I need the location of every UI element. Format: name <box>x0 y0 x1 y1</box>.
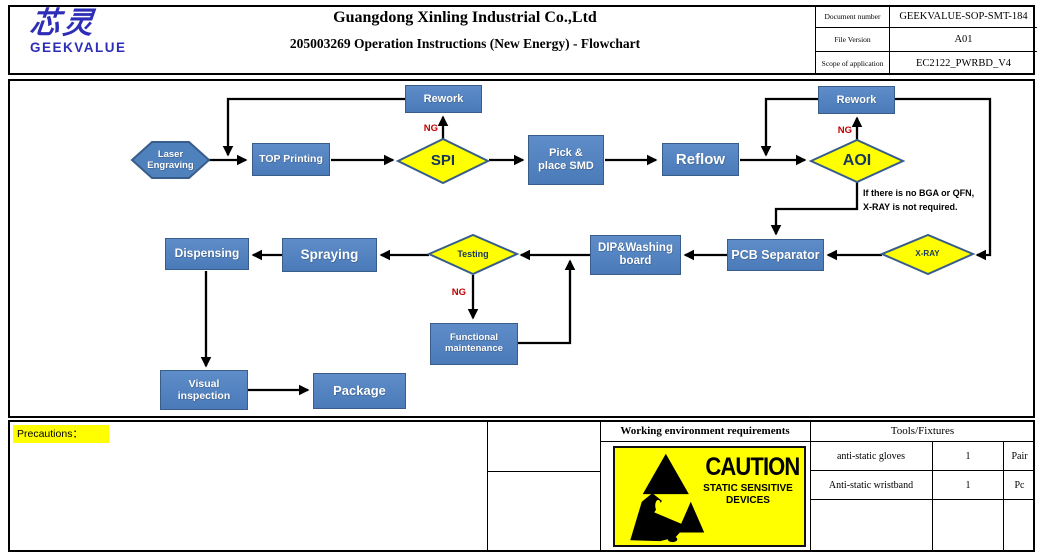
esd-caution-sign: CAUTION STATIC SENSITIVE DEVICES <box>613 446 806 547</box>
logo-brand-text: GEEKVALUE <box>30 40 127 55</box>
wire-rework2-return <box>760 97 818 157</box>
company-logo: 芯灵 GEEKVALUE <box>28 6 127 55</box>
node-aoi-label: AOI <box>842 152 872 170</box>
node-spi-label: SPI <box>430 151 456 169</box>
xray-note-line2: X-RAY is not required. <box>863 201 958 212</box>
wire-rework2-to-xray <box>895 97 992 261</box>
tools-row1-unit: Pair <box>1003 442 1035 471</box>
precautions-label: Precautions： <box>13 425 109 443</box>
tools-fixtures-table: Tools/Fixtures anti-static gloves 1 Pair… <box>810 420 1035 552</box>
footer-divider-2 <box>600 420 601 552</box>
node-laser-engraving-label: Laser Engraving <box>147 148 194 171</box>
xray-note: If there is no BGA or QFN, X-RAY is not … <box>863 187 974 214</box>
node-dispensing: Dispensing <box>165 238 249 270</box>
wire-aoi-to-pcbseparator <box>770 182 859 236</box>
laser-engraving-hexagon <box>130 141 211 179</box>
node-spraying: Spraying <box>282 238 377 272</box>
caution-title: CAUTION <box>705 453 800 481</box>
node-package: Package <box>313 373 406 409</box>
tools-row2-unit: Pc <box>1003 471 1035 500</box>
spi-diamond <box>395 137 491 185</box>
ng-label-testing: NG <box>451 287 466 298</box>
tools-row1-item: anti-static gloves <box>810 442 932 471</box>
node-testing-label: Testing <box>457 248 489 259</box>
company-title: Guangdong Xinling Industrial Co.,Ltd <box>333 9 597 26</box>
doc-number-value: GEEKVALUE-SOP-SMT-184 <box>889 5 1037 29</box>
tools-row3-qty <box>932 500 1003 552</box>
footer-band <box>8 420 1035 552</box>
tools-table-header: Tools/Fixtures <box>810 420 1035 442</box>
node-top-printing: TOP Printing <box>252 143 330 176</box>
tools-row2-item: Anti-static wristband <box>810 471 932 500</box>
node-reflow: Reflow <box>662 143 739 176</box>
tools-row3-item <box>810 500 932 552</box>
ng-label-spi: NG <box>423 123 438 134</box>
ng-label-aoi: NG <box>837 125 852 136</box>
document-info-table: Document number GEEKVALUE-SOP-SMT-184 Fi… <box>815 5 1037 75</box>
tools-row2-qty: 1 <box>932 471 1003 500</box>
working-environment-header: Working environment requirements <box>600 420 810 442</box>
scope-value: EC2122_PWRBD_V4 <box>889 51 1037 75</box>
footer-cell-divider <box>487 471 600 472</box>
xray-diamond <box>879 233 976 276</box>
node-visual-inspection: Visual inspection <box>160 370 248 410</box>
esd-warning-icon <box>630 453 705 543</box>
document-titles: Guangdong Xinling Industrial Co.,Ltd 205… <box>130 9 800 52</box>
testing-diamond <box>426 233 520 276</box>
node-rework-1: Rework <box>405 85 482 113</box>
footer-divider-3 <box>810 420 811 552</box>
node-dip-washing-board: DIP&Washing board <box>590 235 681 275</box>
file-version-value: A01 <box>889 28 1037 52</box>
node-functional-maintenance: Functional maintenance <box>430 323 518 365</box>
footer-divider-1 <box>487 420 488 552</box>
header-band <box>8 5 1035 75</box>
xray-note-line1: If there is no BGA or QFN, <box>863 188 975 198</box>
scope-label: Scope of application <box>815 51 889 75</box>
tools-row1-qty: 1 <box>932 442 1003 471</box>
node-xray-label: X-RAY <box>915 249 940 259</box>
tools-row3-unit <box>1003 500 1035 552</box>
wire-functional-return <box>518 259 576 345</box>
caution-line2: DEVICES <box>726 495 770 506</box>
node-pcb-separator: PCB Separator <box>727 239 824 271</box>
node-rework-2: Rework <box>818 86 895 114</box>
document-subtitle: 205003269 Operation Instructions (New En… <box>289 36 641 51</box>
file-version-label: File Version <box>815 28 889 52</box>
aoi-diamond <box>808 138 906 184</box>
node-pick-place-smd: Pick & place SMD <box>528 135 604 185</box>
wire-rework1-return <box>222 97 405 157</box>
doc-number-label: Document number <box>815 5 889 29</box>
caution-line1: STATIC SENSITIVE <box>703 483 793 494</box>
